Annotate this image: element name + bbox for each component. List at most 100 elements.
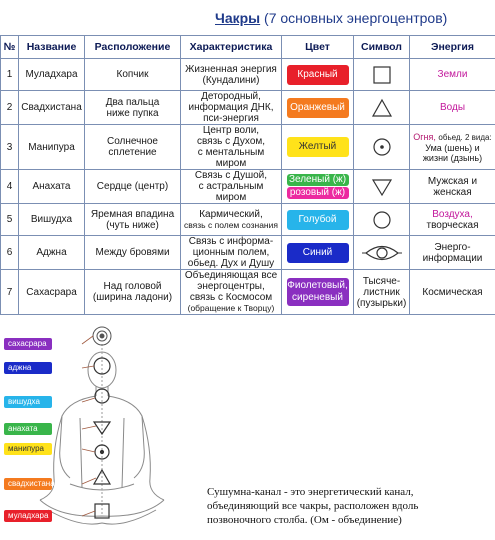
row-color: Фиолетовый, сиреневый xyxy=(281,269,354,315)
energy-line: Энерго- xyxy=(434,241,471,253)
row-name: Вишудха xyxy=(18,203,85,236)
char-line: Объединяющая все xyxy=(184,270,278,282)
char-line: Жизненная энергия xyxy=(185,63,277,75)
location-line: Над головой xyxy=(103,281,162,292)
row-energy: Космическая xyxy=(409,269,495,315)
color-badge-yellow: Желтый xyxy=(286,137,349,157)
location-line: сплетение xyxy=(108,147,157,158)
color-line: сиреневый xyxy=(292,292,343,303)
char-line: с астральным миром xyxy=(198,181,264,203)
row-energy: Огня, обьед. 2 вида: Ума (шень) и жизни … xyxy=(409,124,495,170)
color-badge-violet: Фиолетовый, сиреневый xyxy=(286,278,349,306)
row-color: Оранжевый xyxy=(281,90,354,125)
header-name: Название xyxy=(18,35,85,59)
table-row: 5 Вишудха Яремная впадина (чуть ниже) Ка… xyxy=(0,203,495,236)
header-location: Расположение xyxy=(84,35,181,59)
label-vishuddha: вишудха xyxy=(4,396,52,408)
table-row: 3 Манипура Солнечное сплетение Центр вол… xyxy=(0,124,495,170)
square-symbol-icon xyxy=(372,65,391,84)
row-name: Муладхара xyxy=(18,58,85,91)
row-num: 4 xyxy=(0,169,19,204)
label-anahata: анахата xyxy=(4,423,52,435)
symbol-line: Тысяче- xyxy=(362,275,401,287)
row-name: Анахата xyxy=(18,169,85,204)
energy-line: Огня, xyxy=(413,131,436,142)
char-line: (обращение к Творцу) xyxy=(187,303,275,313)
energy-line: женская xyxy=(433,186,472,198)
location-line: Два пальца xyxy=(105,96,160,108)
row-symbol xyxy=(353,90,410,125)
row-symbol xyxy=(353,235,410,270)
row-energy: Мужская и женская xyxy=(409,169,495,204)
label-manipura: манипура xyxy=(4,443,52,455)
circle-symbol-icon xyxy=(372,210,391,229)
row-location: Между бровями xyxy=(84,235,181,270)
row-num: 7 xyxy=(0,269,19,315)
title-main: Чакры xyxy=(215,10,261,26)
chakra-table: № Название Расположение Характеристика Ц… xyxy=(0,35,495,315)
row-color: Зеленый (ж) розовый (ж) xyxy=(281,169,354,204)
caption: Сушумна-канал - это энергетический канал… xyxy=(207,485,492,527)
row-num: 5 xyxy=(0,203,19,236)
row-location: Яремная впадина (чуть ниже) xyxy=(84,203,181,236)
row-location: Два пальца ниже пупка xyxy=(84,90,181,125)
energy-line: Воздуха, xyxy=(432,208,473,220)
energy-line: жизни (дзынь) xyxy=(422,152,483,163)
char-line: Детородный, xyxy=(201,91,261,103)
row-num: 1 xyxy=(0,58,19,91)
table-row: 4 Анахата Сердце (центр) Связь с Душой, … xyxy=(0,169,495,204)
row-characteristic: Объединяющая все энергоцентры, связь с К… xyxy=(180,269,282,315)
title-sub: (7 основных энергоцентров) xyxy=(264,10,448,26)
row-symbol xyxy=(353,203,410,236)
row-characteristic: Детородный, информация ДНК, пси-энергия xyxy=(180,90,282,125)
caption-line: позвоночного столба. (Ом - объединение) xyxy=(207,514,402,526)
char-line: связь с Космосом xyxy=(189,292,273,303)
energy-line: информации xyxy=(422,252,483,264)
color-badge-red: Красный xyxy=(286,64,349,85)
char-line: ционным полем, xyxy=(192,247,270,258)
location-line: Яремная впадина xyxy=(90,208,175,220)
circle-dot-symbol-icon xyxy=(372,138,391,156)
row-symbol: Тысяче- листник (пузырьки) xyxy=(353,269,410,315)
crown-lotus-icon xyxy=(92,326,112,346)
header-color: Цвет xyxy=(281,35,354,59)
char-line: Связь с Душой, xyxy=(194,170,268,182)
table-row: 2 Свадхистана Два пальца ниже пупка Дето… xyxy=(0,90,495,125)
color-badge-pink: розовый (ж) xyxy=(286,187,349,199)
table-row: 1 Муладхара Копчик Жизненная энергия (Ку… xyxy=(0,58,495,91)
label-muladhara: муладхара xyxy=(4,510,52,522)
table-header-row: № Название Расположение Характеристика Ц… xyxy=(0,35,495,59)
row-num: 6 xyxy=(0,235,19,270)
char-line: обьед. Дух и Душу xyxy=(187,258,275,269)
row-energy: Воздуха, творческая xyxy=(409,203,495,236)
color-badge-blue: Синий xyxy=(286,242,349,263)
label-svadhisthana: свадхистана xyxy=(4,478,55,490)
table-row: 6 Аджна Между бровями Связь с информа- ц… xyxy=(0,235,495,270)
row-name: Сахасрара xyxy=(18,269,85,315)
row-num: 2 xyxy=(0,90,19,125)
char-line: пси-энергия xyxy=(203,113,259,124)
row-color: Синий xyxy=(281,235,354,270)
location-line: (чуть ниже) xyxy=(106,219,159,231)
location-line: Солнечное xyxy=(106,136,158,147)
row-name: Аджна xyxy=(18,235,85,270)
row-symbol xyxy=(353,169,410,204)
location-line: (ширина ладони) xyxy=(92,292,173,303)
row-color: Желтый xyxy=(281,124,354,170)
row-energy: Энерго- информации xyxy=(409,235,495,270)
row-characteristic: Связь с Душой, с астральным миром xyxy=(180,169,282,204)
row-characteristic: Связь с информа- ционным полем, обьед. Д… xyxy=(180,235,282,270)
location-line: Сердце (центр) xyxy=(96,181,169,192)
row-num: 3 xyxy=(0,124,19,170)
row-name: Манипура xyxy=(18,124,85,170)
symbol-line: листник xyxy=(363,286,400,298)
triangle-down-symbol-icon xyxy=(371,178,392,196)
row-energy: Земли xyxy=(409,58,495,91)
row-symbol xyxy=(353,124,410,170)
page-title: Чакры (7 основных энергоцентров) xyxy=(215,10,475,30)
row-symbol xyxy=(353,58,410,91)
char-line: энергоцентры, xyxy=(197,281,265,292)
char-line: (Кундалини) xyxy=(202,74,260,86)
location-line: Копчик xyxy=(116,69,149,80)
energy-line: Ума (шень) и xyxy=(425,142,480,153)
